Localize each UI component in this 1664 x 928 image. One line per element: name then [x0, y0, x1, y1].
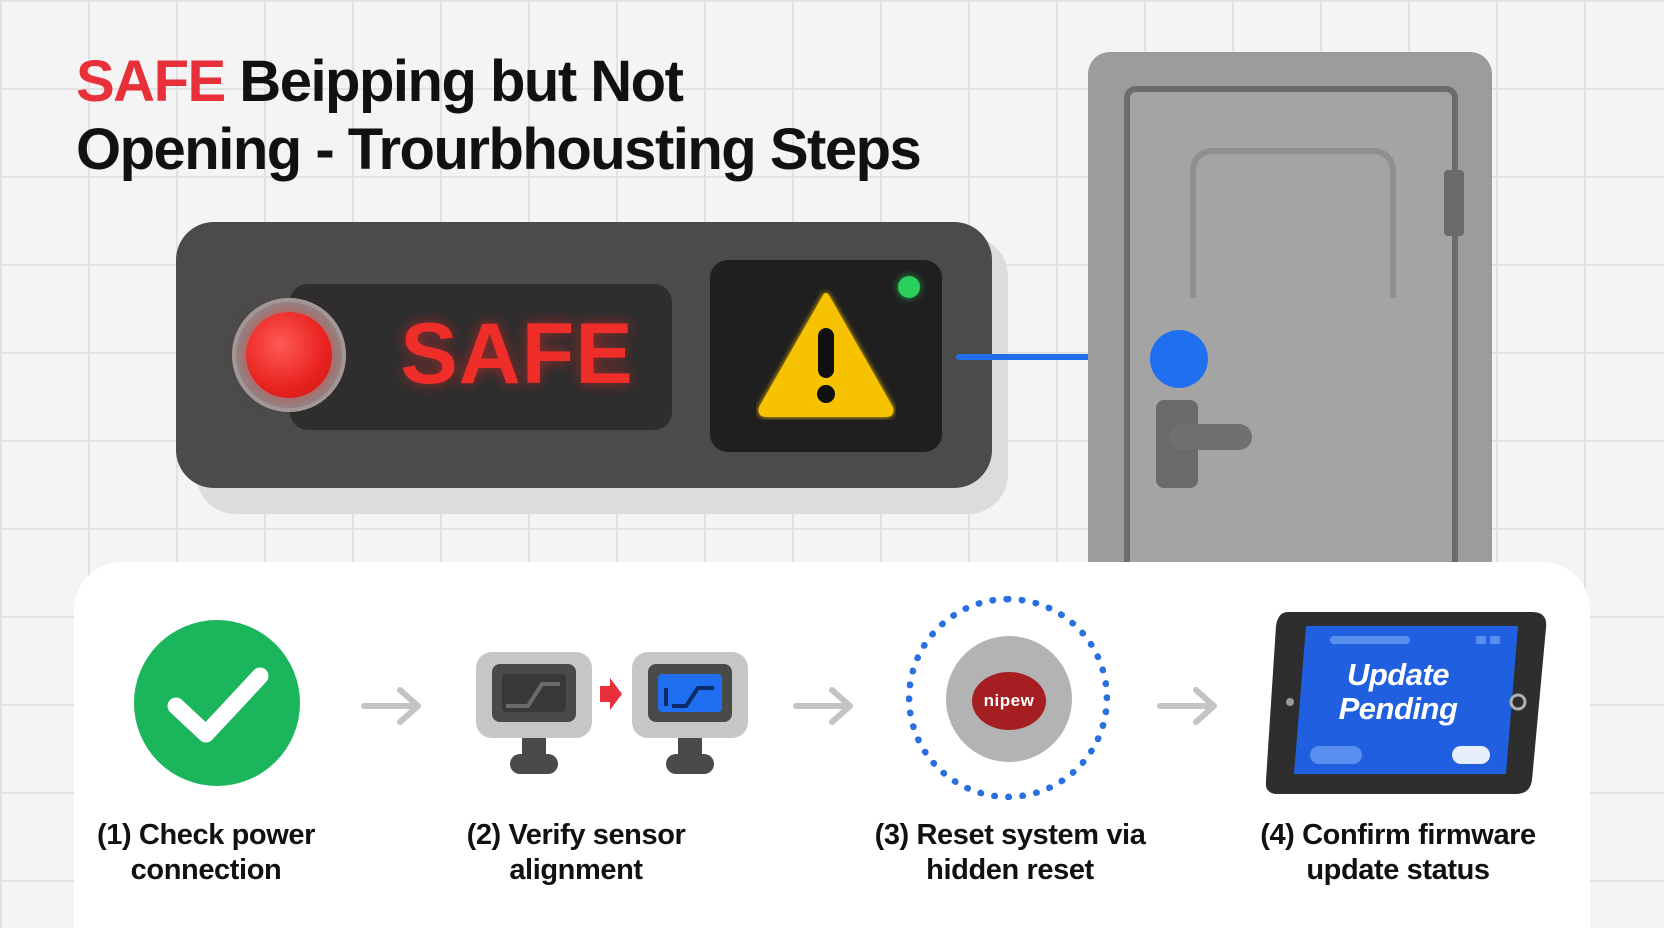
title-line-1-rest: Beipping but Not — [224, 49, 684, 114]
warning-icon — [758, 293, 894, 417]
tablet-icon — [1266, 612, 1547, 794]
arrow-right-icon — [793, 687, 853, 725]
step-2-caption: (2) Verify sensor alignment — [416, 818, 736, 888]
status-led — [898, 276, 920, 298]
step-1-line-2: connection — [130, 854, 282, 886]
tablet-screen-line-1: Update — [1346, 657, 1450, 692]
tablet-screen-text: Update Pending — [1318, 658, 1478, 726]
sensor-icon — [476, 652, 748, 774]
door-inset-panel — [1190, 148, 1396, 298]
reset-button-icon: nipew — [972, 672, 1046, 730]
check-icon — [134, 620, 300, 786]
step-2-line-1: (2) Verify sensor — [466, 819, 686, 851]
step-3-line-1: (3) Reset system via — [874, 819, 1146, 851]
step-4-caption: (4) Confirm firmware update status — [1228, 818, 1568, 888]
step-4-line-1: (4) Confirm firmware — [1260, 819, 1536, 851]
red-indicator-button — [246, 312, 332, 398]
door-hinge — [1444, 170, 1464, 236]
safe-display — [290, 284, 672, 430]
door-handle — [1170, 424, 1252, 450]
step-1-line-1: (1) Check power — [97, 819, 315, 851]
step-3-line-2: hidden reset — [926, 854, 1094, 886]
page-title: SAFE Beipping but Not Opening - Trourbho… — [76, 48, 922, 184]
safe-door — [1124, 86, 1458, 562]
title-line-2: Opening - Trourbhousting Steps — [76, 117, 922, 182]
step-2-line-2: alignment — [509, 854, 643, 886]
step-4-line-2: update status — [1306, 854, 1490, 886]
arrow-right-icon — [361, 687, 421, 725]
title-line-1: SAFE Beipping but Not — [76, 48, 920, 116]
checkmark-icon — [167, 667, 269, 743]
tablet-screen-line-2: Pending — [1338, 691, 1458, 726]
arrow-right-icon — [1157, 687, 1217, 725]
safe-display-text: SAFE — [400, 306, 634, 402]
step-1-caption: (1) Check power connection — [46, 818, 366, 888]
sensor-wire — [956, 354, 1154, 360]
reset-dotted-ring — [906, 596, 1110, 800]
title-accent: SAFE — [76, 49, 226, 114]
door-sensor-front — [1150, 330, 1208, 388]
step-3-caption: (3) Reset system via hidden reset — [840, 818, 1180, 888]
